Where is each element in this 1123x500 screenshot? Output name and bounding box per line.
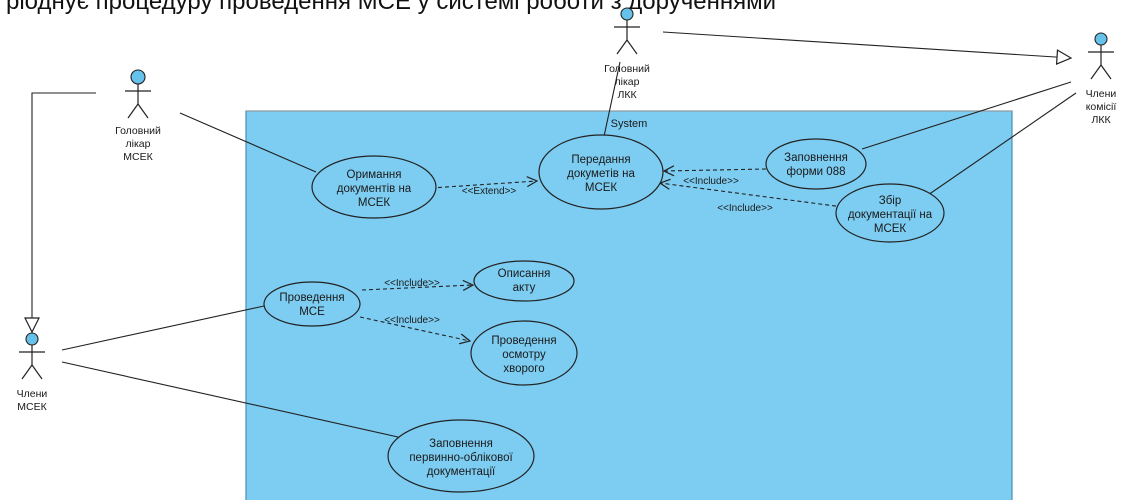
- generalization-lkk: [662, 31, 1071, 58]
- use-case-otrymannia[interactable]: Оримання документів на МСЕК: [311, 155, 437, 219]
- actor-chleny-lkk-line-3: ЛКК: [1091, 114, 1111, 126]
- actor-head-icon: [1094, 32, 1108, 46]
- use-case-zbir-line-1: Збір: [879, 195, 901, 207]
- actor-chleny-mcek-line-2: МСЕК: [17, 401, 47, 413]
- header-text: ріоднує процедуру проведення МСЕ у систе…: [6, 0, 776, 15]
- actor-head-icon: [620, 7, 634, 21]
- use-case-peredannia-line-1: Передання: [571, 154, 630, 166]
- actor-glavlikar-mcek-line-1: Головний: [115, 125, 161, 137]
- actor-chleny-mcek[interactable]: Члени МСЕК: [17, 332, 48, 413]
- actor-glavlikar-lkk-line-2: лікар: [615, 76, 640, 88]
- relation-labels: <<Extend>> <<Include>> <<Include>> <<Inc…: [384, 176, 773, 326]
- assoc-chleny-lkk-zbir: [927, 92, 1077, 196]
- associations: [61, 61, 1077, 438]
- use-case-pervynno[interactable]: Заповнення первинно-облікової документац…: [387, 419, 535, 493]
- actor-glavlikar-mcek[interactable]: Головний лікар МСЕК: [115, 69, 161, 163]
- extend-label: <<Extend>>: [462, 186, 517, 197]
- use-case-zbir-line-2: документації на: [848, 209, 933, 221]
- use-case-zbir-line-3: МСЕК: [874, 223, 907, 235]
- include-088-arrow: [664, 169, 767, 171]
- include-zbir-label: <<Include>>: [717, 203, 773, 214]
- extend-arrow: [430, 181, 537, 189]
- header-text-fragment: ріоднує процедуру проведення МСЕ у систе…: [0, 0, 1123, 26]
- use-case-peredannia[interactable]: Передання докуметів на МСЕК: [538, 134, 664, 210]
- use-case-ogliad-line-2: осмотру: [502, 349, 546, 361]
- actor-glavlikar-mcek-line-2: лікар: [126, 138, 151, 150]
- actor-glavlikar-lkk[interactable]: Головний лікар ЛКК: [604, 7, 650, 101]
- use-case-opysannia-line-1: Описання: [498, 268, 551, 280]
- use-case-zapovnennia-088-line-1: Заповнення: [784, 152, 848, 164]
- use-case-zapovnennia-088-line-2: форми 088: [787, 166, 846, 178]
- use-case-provedennia-mse-line-1: Проведення: [279, 292, 344, 304]
- include-088-label: <<Include>>: [683, 176, 739, 187]
- use-case-otrymannia-line-3: МСЕК: [358, 197, 391, 209]
- assoc-chleny-mcek-pervynno: [61, 361, 399, 438]
- assoc-chleny-lkk-zapovnennia: [861, 81, 1072, 150]
- include-opys-arrow: [361, 285, 473, 290]
- use-case-otrymannia-line-2: документів на: [337, 183, 412, 195]
- use-case-zbir[interactable]: Збір документації на МСЕК: [835, 183, 945, 243]
- actor-chleny-lkk[interactable]: Члени комісії ЛКК: [1086, 32, 1117, 126]
- include-ogliad-label: <<Include>>: [384, 315, 440, 326]
- actor-glavlikar-lkk-line-1: Головний: [604, 63, 650, 75]
- use-case-otrymannia-line-1: Оримання: [347, 169, 402, 181]
- use-case-ogliad-line-3: хворого: [503, 363, 544, 375]
- assoc-chleny-mcek-provedennia: [61, 305, 265, 351]
- include-ogliad-arrow: [359, 316, 470, 341]
- include-zbir-arrow: [660, 183, 844, 208]
- assoc-glavlikar-lkk-peredannia: [602, 61, 621, 142]
- dependencies: [359, 169, 844, 341]
- actor-head-icon: [25, 332, 39, 346]
- actor-glavlikar-mcek-line-3: МСЕК: [123, 151, 153, 163]
- use-case-pervynno-line-1: Заповнення: [429, 438, 493, 450]
- actor-chleny-mcek-line-1: Члени: [17, 388, 48, 400]
- use-case-opysannia[interactable]: Описання акту: [473, 260, 575, 302]
- actor-head-icon: [130, 69, 146, 85]
- include-opys-label: <<Include>>: [384, 278, 440, 289]
- actor-chleny-lkk-line-1: Члени: [1086, 88, 1117, 100]
- use-case-opysannia-line-2: акту: [513, 282, 536, 294]
- use-case-pervynno-line-2: первинно-облікової: [409, 452, 513, 464]
- use-case-peredannia-line-3: МСЕК: [585, 182, 618, 194]
- actor-glavlikar-lkk-line-3: ЛКК: [617, 89, 637, 101]
- use-case-zapovnennia-088[interactable]: Заповнення форми 088: [765, 138, 867, 190]
- assoc-glavlikar-mcek-otrymannia: [179, 112, 317, 173]
- actor-chleny-lkk-line-2: комісії: [1086, 101, 1117, 113]
- use-case-provedennia-mse-line-2: МСЕ: [299, 306, 325, 318]
- generalization-mcek: [32, 92, 96, 332]
- use-case-pervynno-line-3: документації: [427, 466, 496, 478]
- generalizations: [32, 31, 1071, 332]
- use-case-ogliad-line-1: Проведення: [491, 335, 556, 347]
- use-case-provedennia-mse[interactable]: Проведення МСЕ: [263, 281, 361, 327]
- system-label: System: [611, 118, 648, 130]
- use-case-peredannia-line-2: докуметів на: [567, 168, 635, 180]
- use-case-ogliad[interactable]: Проведення осмотру хворого: [470, 320, 578, 386]
